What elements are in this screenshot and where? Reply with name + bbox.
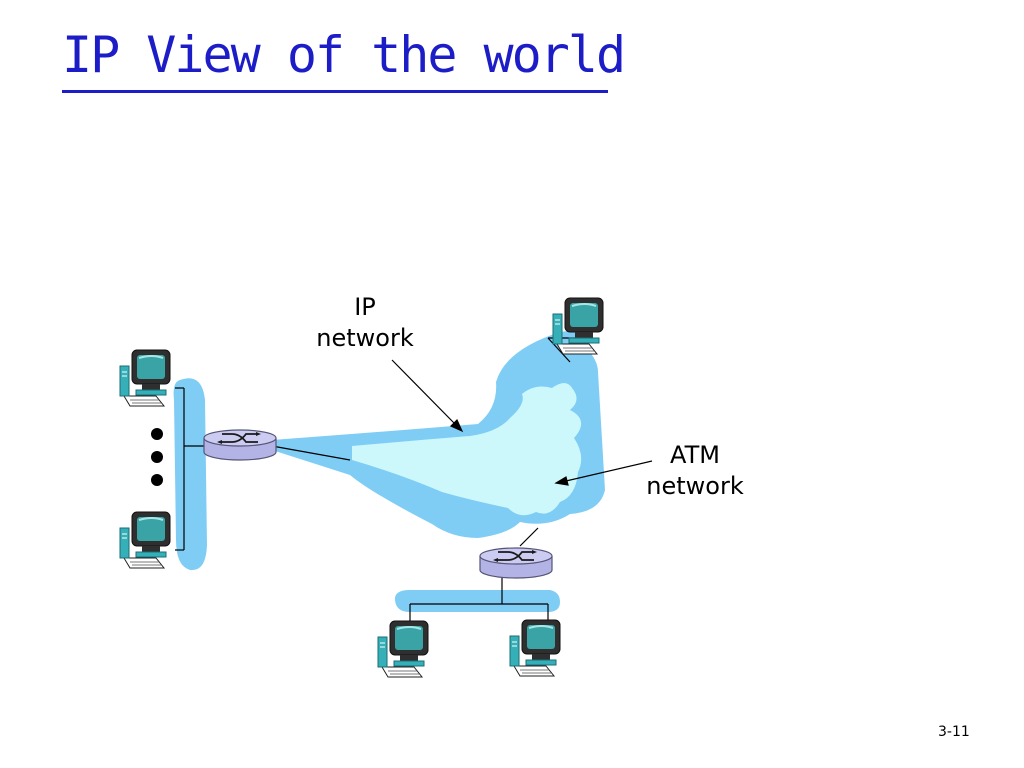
atm-network-label-line2: network bbox=[646, 472, 744, 500]
desktop-computer-icon bbox=[509, 619, 561, 677]
bottom-lan-link bbox=[394, 590, 560, 612]
atm-network-cloud bbox=[352, 383, 582, 516]
ip-network-label-line2: network bbox=[316, 324, 414, 352]
slide-number: 3-11 bbox=[938, 724, 970, 740]
slide-title: IP View of the world bbox=[62, 26, 626, 84]
desktop-computer-icon bbox=[377, 620, 429, 678]
desktop-computer-icon bbox=[552, 297, 604, 355]
ip-network-label-line1: IP bbox=[354, 293, 376, 321]
atm-network-label: ATM network bbox=[630, 440, 760, 502]
desktop-computer-icon bbox=[119, 349, 171, 407]
ip-network-label: IP network bbox=[300, 292, 430, 354]
desktop-computer-icon bbox=[119, 511, 171, 569]
vertical-dots-icon bbox=[151, 428, 163, 486]
ip-network-arrow bbox=[391, 359, 464, 433]
left-lan-link bbox=[173, 378, 207, 571]
router-icon bbox=[479, 547, 553, 579]
atm-network-arrow bbox=[554, 460, 653, 486]
router-icon bbox=[203, 429, 277, 461]
atm-network-label-line1: ATM bbox=[670, 441, 720, 469]
title-underline bbox=[62, 90, 608, 93]
